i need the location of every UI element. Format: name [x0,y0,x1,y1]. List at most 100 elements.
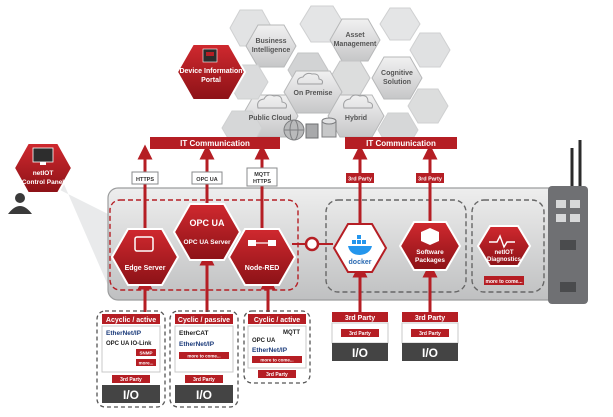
io-box-5-footer: I/O [422,346,438,360]
node-red-label: Node-RED [245,265,280,272]
io-box-3-footer: I/O [276,393,278,395]
edge-server-hex [110,228,180,286]
diagnostics-node[interactable]: netIOT Diagnostics more to come... [476,225,532,285]
software-packages-label-1: Software [416,249,444,256]
io-box-2-header: Cyclic / passive [178,317,230,324]
control-panel-label-1: netIOT [33,170,54,177]
control-panel-hex [12,142,74,194]
io-box-1-footer: I/O [123,388,139,402]
node-red-flow-icon-2 [268,240,276,246]
tag-mqtt-https-label: HTTPS [253,179,271,185]
software-packages-node[interactable]: Software Packages [398,221,462,271]
tag-third-party-1 [346,173,374,183]
io-box-2-row-3: more to come... [187,354,220,359]
io-box-4-header: 3rd Party [345,315,375,322]
software-packages-hex [398,221,462,271]
edge-server-label: Edge Server [125,265,166,272]
opcua-server-node[interactable]: OPC UA OPC UA Server [172,203,242,261]
io-box-2: Cyclic / passive EtherCAT EtherNet/IP mo… [169,310,239,408]
it-communication-right-label: IT Communication [366,139,436,148]
io-box-2-row-1: EtherCAT [179,330,209,337]
server-rack-icon [305,123,319,139]
chassis-port-6 [560,282,576,292]
diagnostics-label-2: Diagnostics [487,257,522,263]
io-box-5-badge: 3rd Party [419,331,441,337]
device-portal-label-1: Device Information [179,68,242,75]
it-communication-left-label: IT Communication [180,139,250,148]
io-box-1-row-2: OPC UA IO-Link [106,341,152,347]
hex-hybrid [327,94,385,138]
it-communication-bars: IT Communication IT Communication [150,137,457,149]
tag-mqtt-label: MQTT [254,172,270,178]
on-premise-label: On Premise [294,90,333,97]
node-red-flow-icon-1 [248,240,256,246]
io-box-4-badge: 3rd Party [349,331,371,337]
user-head-icon [15,193,25,203]
io-box-3-footer-row: I/O [276,393,278,395]
io-box-3: Cyclic / active MQTT OPC UA EtherNet/IP … [243,310,311,384]
it-communication-bar-left [150,137,280,149]
chassis-port-5 [560,240,576,250]
monitor-stand-icon [40,162,46,165]
io-box-1-row-1: EtherNet/IP [106,330,142,337]
io-box-5: 3rd Party 3rd Party I/O [401,312,459,361]
io-box-3-row-3: EtherNet/IP [252,347,288,354]
hex-right-1 [409,32,451,68]
edge-server-node[interactable]: Edge Server [110,228,180,286]
diagnostics-label-1: netIOT [495,250,514,256]
tag-opcua [191,171,223,185]
cloud-outline-icon [257,94,287,109]
tag-third-party-1-label: 3rd Party [348,177,373,183]
cloud-outline-icon-3 [343,94,373,109]
io-box-1-badge: 3rd Party [120,377,142,383]
asset-management-label-1: Asset [345,32,365,39]
more-to-come-label: more to come... [486,279,524,285]
monitor-icon [32,147,54,163]
user-body-icon [8,206,32,214]
hex-top-3 [379,7,421,41]
cognitive-solution-label-2: Solution [383,79,411,86]
group-container-services [325,199,467,293]
hex-right-2 [407,88,449,124]
chassis-port-2 [570,200,580,208]
io-box-5-header: 3rd Party [415,315,445,322]
device-information-portal[interactable]: Device Information Portal [175,43,247,101]
edge-server-screen-icon [134,236,154,252]
group-diagnostics [471,199,545,293]
io-box-2-row-2: EtherNet/IP [179,341,215,348]
hex-cognitive-solution [371,56,423,100]
connector-ring-icon [304,236,320,252]
device-portal-label-2: Portal [201,77,221,84]
cognitive-solution-label-1: Cognitive [381,70,413,77]
software-packages-label-2: Packages [415,257,445,264]
tag-third-party-2 [416,173,444,183]
io-box-4: 3rd Party 3rd Party I/O [331,312,389,361]
io-box-1-header: Acyclic / active [106,317,156,324]
io-box-3-header: Cyclic / active [254,317,300,324]
tag-mqtt-https [246,167,278,187]
chassis-port-1 [556,200,566,208]
control-panel-label-2: Control Panel [22,179,64,186]
control-panel[interactable]: netIOT Control Panel [8,142,110,290]
io-box-3-row-1: MQTT [283,330,300,336]
device-portal-book-page-icon [206,52,214,56]
tag-https-label: HTTPS [136,177,154,183]
io-box-3-row-2: OPC UA [252,338,276,344]
link-connector [292,236,333,252]
chassis-port-4 [570,214,580,222]
io-box-2-footer: I/O [196,388,212,402]
node-red-node[interactable]: Node-RED [227,228,297,286]
package-box-icon [421,228,439,245]
hybrid-label: Hybrid [345,115,367,122]
business-intelligence-label-1: Business [255,38,286,45]
protocol-tags: HTTPS OPC UA MQTT HTTPS 3rd Party 3rd Pa… [131,144,444,232]
docker-node[interactable]: docker [332,223,388,273]
docker-label: docker [349,259,372,266]
opcua-server-label: OPC UA Server [183,239,231,246]
io-box-3-row-4: more to come... [260,358,293,363]
io-box-1-row-4: more... [139,361,154,366]
device-portal-hex [175,43,247,101]
database-top-icon [321,117,337,125]
